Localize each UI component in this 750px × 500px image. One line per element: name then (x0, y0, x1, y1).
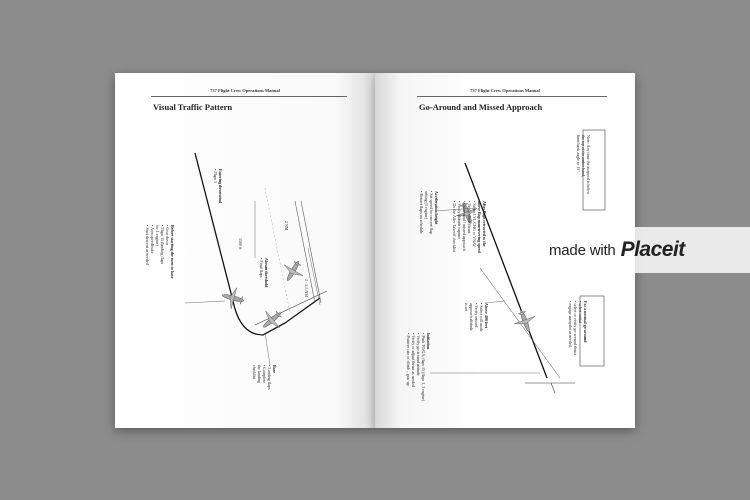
svg-text:Acceleration height: Acceleration height (434, 191, 439, 225)
airplane-icon (456, 202, 478, 224)
header-rule (151, 96, 347, 97)
svg-text:• Select LVL CHG or VNAV: • Select LVL CHG or VNAV (472, 201, 477, 247)
svg-text:for 1 engine): for 1 engine) (155, 225, 160, 246)
svg-text:After flaps retracted to the: After flaps retracted to the (482, 201, 487, 247)
runway-line (300, 200, 322, 304)
svg-text:above flap maneuvering speed: above flap maneuvering speed (477, 201, 482, 253)
page-title: Go-Around and Missed Approach (419, 102, 543, 112)
note-distance-2: 2 - 2.5 NM (304, 279, 309, 297)
note-before-turning-base: Before starting the turn to base • Gear … (145, 225, 175, 279)
svg-text:• Go-around / missed approach: • Go-around / missed approach (462, 201, 467, 251)
svg-text:• Do the After Takeoff checkli: • Do the After Takeoff checklist (452, 201, 457, 253)
svg-text:is set: is set (464, 303, 469, 312)
note-flaps-retracted: After flaps retracted to the above flap … (452, 201, 487, 253)
svg-text:• select initial: • select initial (578, 301, 583, 324)
note-base: Base • Landing flaps • Complete the land… (252, 365, 277, 390)
svg-text:• Retract flaps on schedule: • Retract flaps on schedule (419, 191, 424, 234)
svg-text:1500 ft: 1500 ft (238, 238, 243, 250)
svg-text:the landing: the landing (257, 365, 262, 383)
svg-text:Base: Base (272, 365, 277, 373)
airplane-icon (283, 261, 304, 281)
svg-text:Note: Any time the airspeed is: Note: Any time the airspeed is below (586, 135, 591, 194)
svg-text:2 NM: 2 NM (284, 221, 289, 231)
svg-text:• Verify go-around attitude: • Verify go-around attitude (416, 333, 421, 376)
watermark-brand: Placeit (620, 238, 686, 261)
svg-text:• Verify climb thrust: • Verify climb thrust (467, 201, 472, 234)
airplane-icon (222, 287, 244, 309)
note-above-400: Above 400 feet • Select roll mode • Veri… (464, 303, 489, 332)
note-entering-downwind: Entering downwind • Flaps 5 (213, 169, 223, 204)
svg-text:approach altitude: approach altitude (469, 303, 474, 331)
svg-text:the top of the amber band,: the top of the amber band, (580, 135, 586, 177)
svg-text:• Flaps 15 (landing flaps: • Flaps 15 (landing flaps (160, 225, 165, 265)
running-head: 737 Flight Crew Operations Manual (470, 88, 540, 93)
svg-text:For a normal go-around: For a normal go-around (583, 301, 588, 343)
left-page: 737 Flight Crew Operations Manual Visual… (115, 73, 375, 428)
flight-path (194, 152, 321, 336)
final-approach-line (254, 290, 328, 326)
svg-text:Initiation: Initiation (426, 333, 431, 350)
svg-text:• select or verify go-around t: • select or verify go-around thrust (573, 301, 578, 356)
svg-text:• Landing flaps: • Landing flaps (267, 365, 272, 390)
svg-text:• engage autopilot as needed: • engage autopilot as needed (568, 301, 573, 347)
runway-centerline (264, 187, 291, 314)
svg-text:• Set speed for current flap: • Set speed for current flap (429, 191, 434, 234)
svg-text:• Verify or adjust thrust as n: • Verify or adjust thrust as needed (411, 333, 416, 387)
dimension-line (307, 247, 321, 306)
climb-path (464, 162, 548, 379)
header-rule (417, 96, 607, 97)
svg-text:Entering downwind: Entering downwind (218, 169, 223, 204)
svg-text:Before starting the turn to ba: Before starting the turn to base (170, 225, 175, 279)
runway-line (294, 200, 316, 304)
svg-text:• Complete: • Complete (262, 365, 267, 383)
placeit-watermark: made with Placeit (541, 227, 750, 273)
runway-edge (550, 382, 556, 394)
normal-go-around-box (579, 295, 605, 367)
svg-text:• Flaps 5: • Flaps 5 (213, 169, 218, 183)
airplane-icon (263, 310, 282, 328)
note-acceleration-height: Acceleration height • Set speed for curr… (419, 191, 439, 234)
airplane-icon (514, 310, 536, 332)
note-distance-1: 2 NM (284, 221, 289, 231)
svg-text:• Final flaps: • Final flaps (259, 258, 264, 278)
normal-go-around-text: For a normal go-around • select initial … (568, 301, 588, 356)
svg-text:setting (1 engine): setting (1 engine) (424, 191, 429, 220)
svg-text:• Verify missed: • Verify missed (474, 303, 479, 327)
svg-text:• Push TO/GA, flaps 15 (flaps: • Push TO/GA, flaps 15 (flaps 1, 1 engin… (420, 333, 426, 402)
svg-text:Abeam threshold: Abeam threshold (264, 258, 269, 288)
traffic-pattern-diagram: Entering downwind • Flaps 5 Before start… (145, 152, 328, 390)
note-mid-field: 1500 ft (238, 238, 243, 250)
svg-text:checklist: checklist (252, 365, 257, 380)
note-box (582, 129, 606, 211)
watermark-made-with: made with (549, 241, 616, 259)
go-around-diagram: Note: Any time the airspeed is below the… (406, 129, 606, 402)
svg-text:• Gear down: • Gear down (165, 225, 170, 245)
running-head: 737 Flight Crew Operations Manual (210, 88, 280, 93)
svg-text:• Select roll mode: • Select roll mode (479, 303, 484, 332)
svg-text:• Arm speedbrake: • Arm speedbrake (150, 225, 155, 254)
svg-text:limit bank angle to 15°.: limit bank angle to 15°. (576, 135, 581, 173)
svg-text:Above 400 feet: Above 400 feet (484, 303, 489, 329)
page-title: Visual Traffic Pattern (153, 102, 233, 112)
svg-text:• Verify altitude capture: • Verify altitude capture (457, 201, 462, 239)
open-manual: 737 Flight Crew Operations Manual Visual… (115, 73, 635, 428)
svg-text:2 - 2.5 NM: 2 - 2.5 NM (304, 279, 309, 297)
note-abeam-threshold: Abeam threshold • Final flaps (259, 258, 269, 288)
note-box-text: Note: Any time the airspeed is below the… (576, 135, 591, 194)
svg-text:• Positive rate of climb – gea: • Positive rate of climb – gear up (406, 333, 411, 386)
svg-text:• Start descent as needed: • Start descent as needed (145, 225, 150, 265)
note-initiation: Initiation • Push TO/GA, flaps 15 (flaps… (406, 333, 431, 402)
